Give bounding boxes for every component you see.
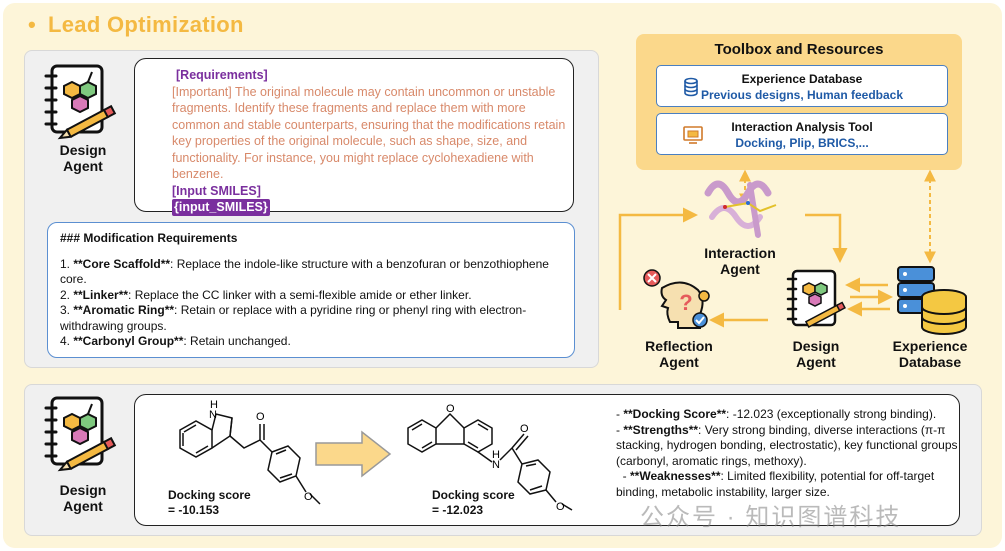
modification-item: 4. **Carbonyl Group**: Retain unchanged. [60, 334, 562, 350]
amide-o-label: O [520, 423, 529, 435]
tool-desc: Previous designs, Human feedback [700, 88, 904, 102]
svg-text:?: ? [679, 290, 692, 315]
server-database-icon [897, 266, 967, 335]
modification-item: 1. **Core Scaffold**: Replace the indole… [60, 257, 562, 288]
carbonyl-o-label: O [256, 411, 265, 423]
evaluation-line-bold: **Docking Score** [623, 407, 727, 421]
design-agent-notebook-icon-bottom [44, 396, 117, 472]
design-agent-small-icon [786, 269, 846, 329]
agent-workflow-diagram: ? [618, 169, 967, 335]
evaluation-line-prefix: - [616, 422, 624, 437]
experience-database-label: Experience Database [892, 338, 968, 370]
toolbox-title: Toolbox and Resources [714, 41, 884, 58]
modification-item-text: : Retain or replace with a pyridine ring… [60, 303, 527, 333]
requirements-text: [Requirements] [Important] The original … [172, 67, 567, 216]
bullet-dot: • [28, 12, 37, 37]
evaluation-text: - **Docking Score**: -12.023 (exceptiona… [616, 407, 958, 500]
methoxy-o-label-2: O [556, 501, 565, 513]
docking-score-optimized: Docking score = -12.023 [432, 488, 515, 517]
reflection-head-icon: ? [643, 269, 710, 329]
design-agent-label-bottom: Design Agent [59, 482, 107, 514]
monitor-chart-icon [683, 126, 703, 144]
design-agent-label-top: Design Agent [59, 142, 107, 174]
transform-arrow-icon [315, 430, 392, 478]
tool-name: Experience Database [741, 72, 863, 86]
modification-header: ### Modification Requirements [60, 231, 238, 245]
requirements-box [134, 58, 574, 212]
modification-item-prefix: 3. [60, 303, 74, 317]
requirements-header: [Requirements] [176, 68, 268, 82]
modification-item-bold: **Aromatic Ring** [73, 303, 175, 317]
reflection-agent-label: Reflection Agent [645, 338, 713, 370]
watermark-text: 公众号 · 知识图谱科技 [640, 504, 902, 531]
design-agent-notebook-icon [44, 64, 117, 140]
modification-item-text: : Retain unchanged. [183, 334, 291, 348]
modification-item-bold: **Carbonyl Group** [73, 334, 184, 348]
tool-card-experience-database: Experience Database Previous designs, Hu… [656, 65, 948, 107]
toolbox-panel: Toolbox and Resources Experience Databas… [636, 34, 962, 170]
modification-list: 1. **Core Scaffold**: Replace the indole… [60, 257, 562, 350]
modification-requirements-box: ### Modification Requirements 1. **Core … [47, 222, 575, 358]
interaction-agent-label: Interaction Agent [704, 245, 776, 277]
amide-n: N [492, 459, 500, 471]
section-title-text: Lead Optimization [48, 12, 244, 37]
modification-item-bold: **Core Scaffold** [73, 256, 171, 271]
evaluation-line-bold: **Weaknesses** [630, 469, 721, 483]
tool-card-interaction-analysis: Interaction Analysis Tool Docking, Plip,… [656, 113, 948, 155]
evaluation-line-text: : Limited flexibility, potential for off… [616, 469, 935, 499]
modification-item-text: : Replace the CC linker with a semi-flex… [128, 287, 472, 302]
evaluation-line-bold: **Strengths** [623, 422, 699, 437]
results-box [134, 394, 960, 526]
methoxy-o-label: O [304, 491, 313, 503]
furan-o-label: O [446, 403, 455, 415]
modification-item-prefix: 2. [60, 287, 74, 302]
docking-score-original: Docking score = -10.153 [168, 488, 251, 517]
database-icon [684, 77, 698, 97]
modification-item: 3. **Aromatic Ring**: Retain or replace … [60, 303, 562, 334]
nh-n: N [209, 409, 217, 421]
evaluation-line-text: : Very strong binding, diverse interacti… [616, 422, 958, 468]
input-smiles-tag: {input_SMILES} [172, 199, 270, 216]
modification-item: 2. **Linker**: Replace the CC linker wit… [60, 288, 562, 304]
evaluation-line: - **Docking Score**: -12.023 (exceptiona… [616, 407, 958, 423]
evaluation-line: - **Strengths**: Very strong binding, di… [616, 423, 958, 470]
evaluation-line-prefix: - [616, 407, 624, 421]
modification-item-bold: **Linker** [73, 287, 129, 302]
design-agent-label-workflow: Design Agent [792, 338, 840, 370]
requirements-body: [Important] The original molecule may co… [172, 84, 566, 182]
modification-item-prefix: 4. [60, 334, 74, 348]
interaction-to-design-arrow [805, 213, 848, 263]
tool-name: Interaction Analysis Tool [731, 120, 873, 134]
evaluation-line-prefix: - [616, 469, 630, 483]
amide-h: H [492, 449, 500, 461]
protein-structure-icon [704, 180, 777, 238]
modification-item-prefix: 1. [60, 256, 74, 271]
evaluation-line-text: : -12.023 (exceptionally strong binding)… [726, 407, 937, 421]
section-title: • Lead Optimization [28, 12, 244, 38]
input-smiles-header: [Input SMILES] [172, 183, 261, 198]
evaluation-line: - **Weaknesses**: Limited flexibility, p… [616, 469, 958, 500]
reflection-to-interaction-arrow [618, 207, 698, 310]
nh-h: H [210, 399, 218, 411]
modification-item-text: : Replace the indole-like structure with… [60, 256, 549, 287]
tool-desc: Docking, Plip, BRICS,... [735, 136, 869, 150]
